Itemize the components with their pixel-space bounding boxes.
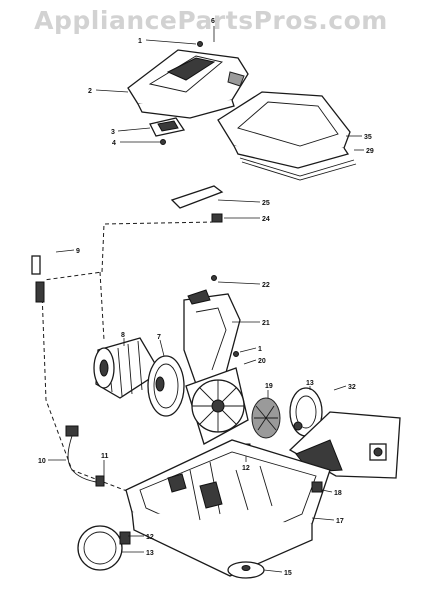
callout-label: 6	[211, 18, 215, 25]
callout-label: 32	[348, 384, 356, 391]
lid-gasket-edge	[241, 161, 357, 181]
power-cord	[65, 425, 105, 487]
callout-label: 24	[262, 216, 270, 223]
callout-label: 2	[88, 88, 92, 95]
leader-lines	[48, 26, 364, 573]
screw	[197, 41, 203, 47]
callout-label: 12	[242, 465, 250, 472]
filter-plate	[149, 117, 186, 137]
callout-label: 1	[138, 38, 142, 45]
callout-label: 8	[121, 332, 125, 339]
callout-label: 19	[265, 383, 273, 390]
cord-routing	[41, 291, 141, 497]
callout-label: 35	[364, 134, 372, 141]
callout-label: 21	[262, 320, 270, 327]
routing-line	[99, 271, 105, 341]
callout-labels: 1 2 3 4 6 35 29 25 24 9 22 21 8 7 1 20 1…	[38, 18, 374, 577]
callout-label: 7	[157, 334, 161, 341]
callout-label: 13	[146, 550, 154, 557]
switch	[31, 255, 45, 303]
callout-label: 20	[258, 358, 266, 365]
motor	[93, 337, 161, 399]
callout-label: 13	[306, 380, 314, 387]
fan-ring	[147, 355, 185, 417]
callout-label: 11	[101, 453, 109, 460]
hood-cover	[127, 49, 249, 119]
screw	[233, 351, 239, 357]
motor-bracket	[183, 289, 241, 385]
callout-label: 4	[112, 140, 116, 147]
screw	[160, 139, 166, 145]
callout-label: 1	[258, 346, 262, 353]
latch-clip	[211, 213, 223, 223]
callout-label: 29	[366, 148, 374, 155]
callout-label: 17	[336, 518, 344, 525]
lid-gasket	[239, 157, 355, 177]
callout-label: 9	[76, 248, 80, 255]
screw	[211, 275, 217, 281]
base-tray	[125, 439, 331, 577]
wheel	[77, 525, 131, 571]
fan-housing	[185, 367, 249, 445]
callout-label: 12	[146, 534, 154, 541]
filter-cap	[289, 387, 323, 437]
latch	[170, 185, 224, 209]
bag-lid	[217, 91, 351, 169]
dust-bag	[288, 411, 401, 479]
callout-label: 15	[284, 570, 292, 577]
routing-line	[43, 221, 215, 281]
callout-label: 3	[111, 129, 115, 136]
base-latch	[311, 481, 323, 493]
callout-label: 22	[262, 282, 270, 289]
foot-pad	[227, 561, 265, 579]
callout-label: 18	[334, 490, 342, 497]
callout-label: 25	[262, 200, 270, 207]
callout-label: 10	[38, 458, 46, 465]
filter-screen	[251, 397, 281, 439]
